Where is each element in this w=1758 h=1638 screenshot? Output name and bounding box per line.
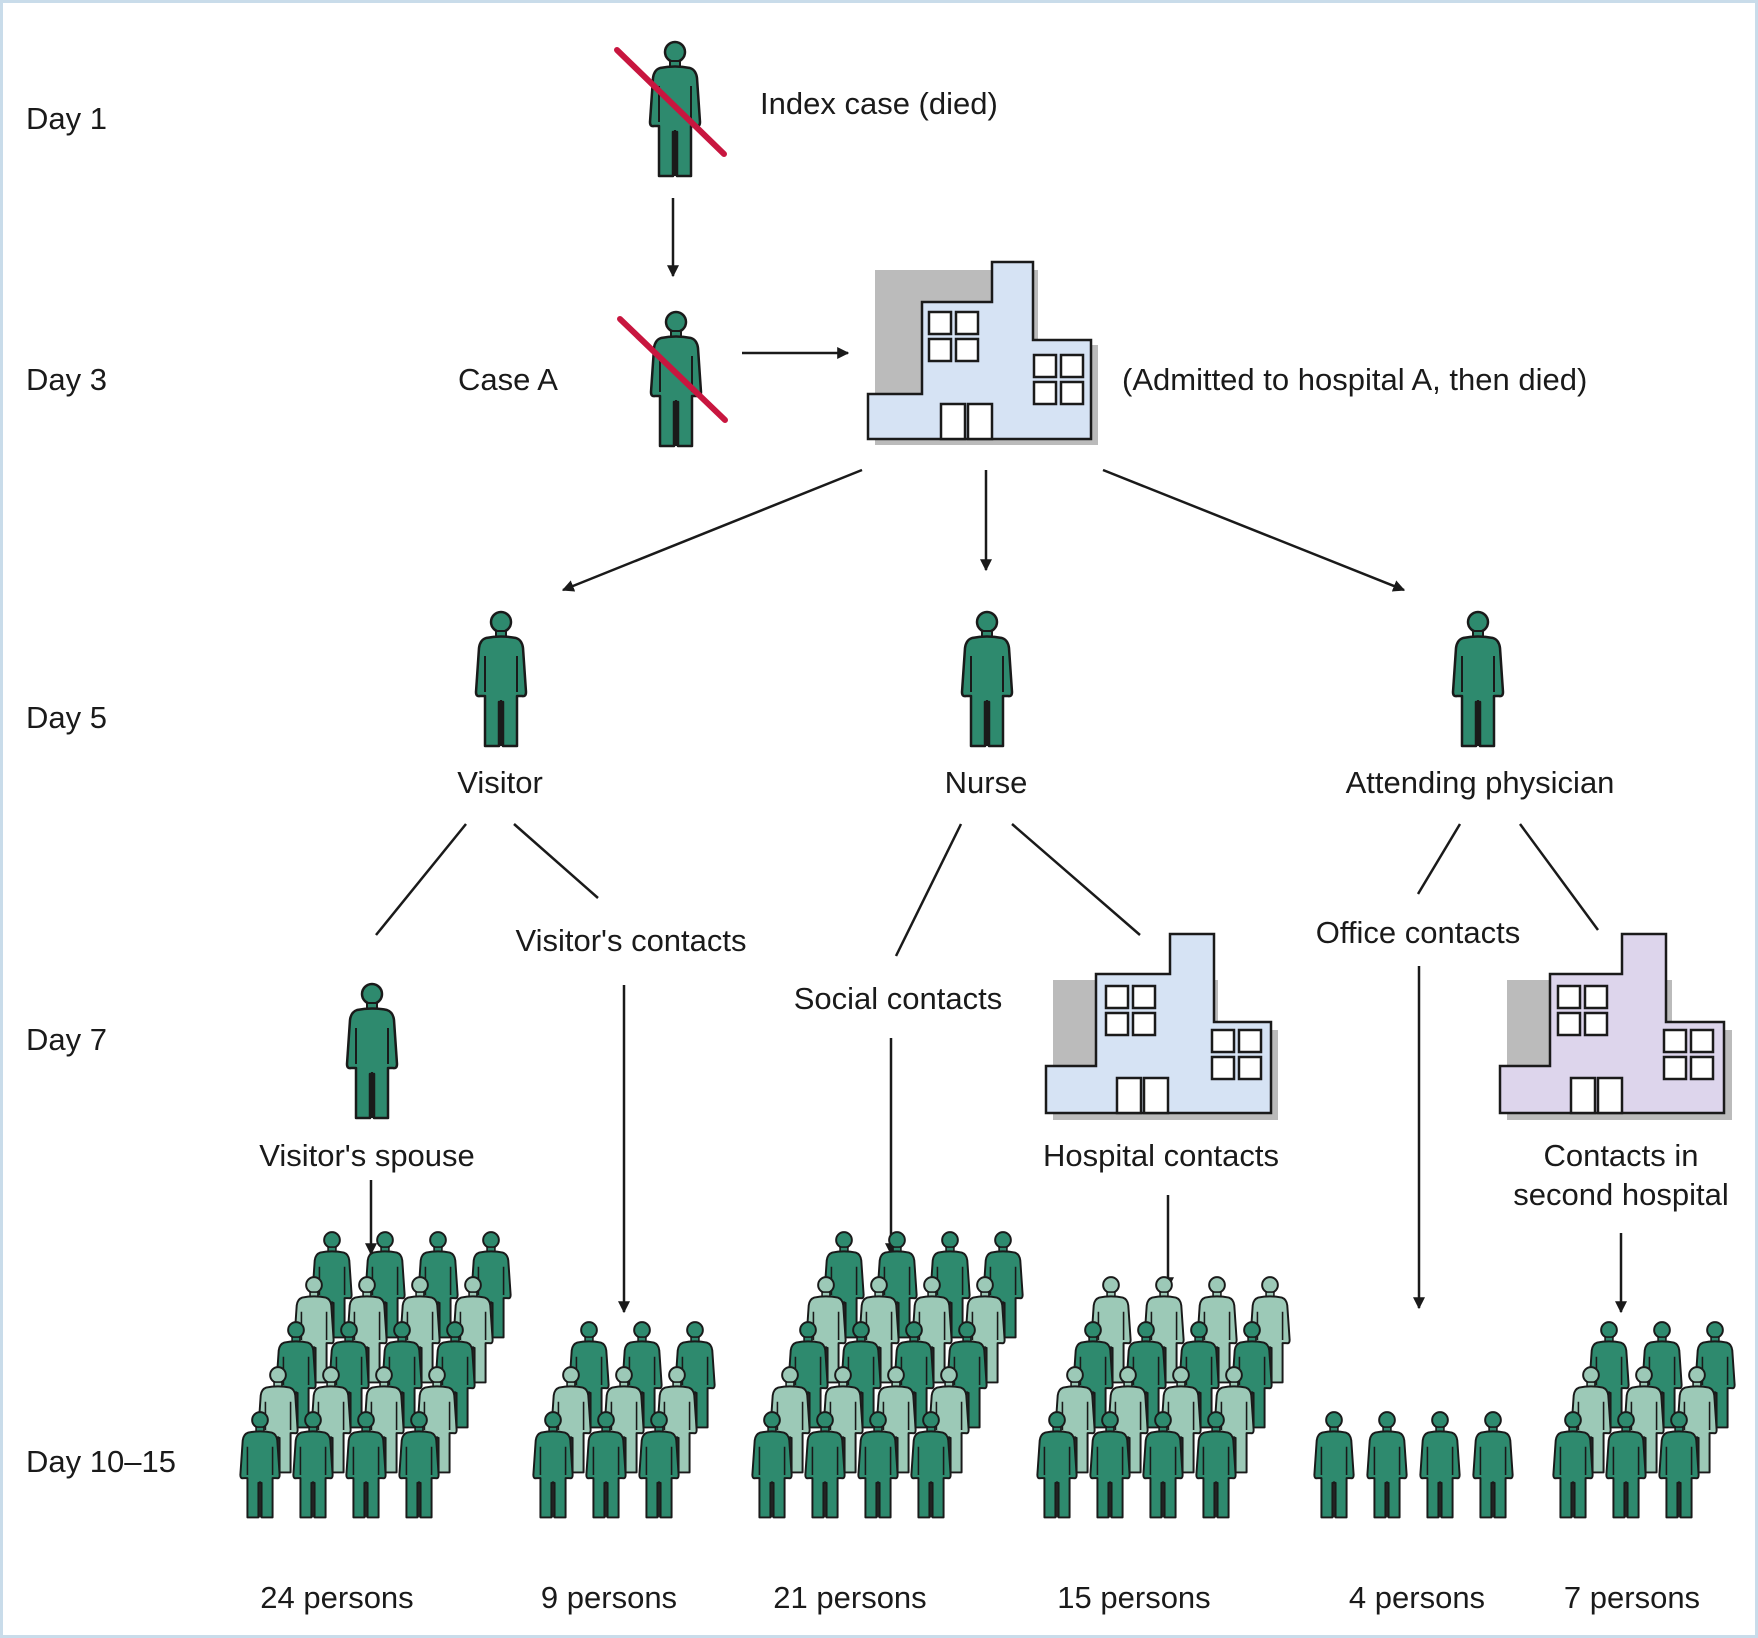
arrow-to-physician	[1102, 468, 1406, 592]
hospital-a-icon	[866, 260, 1098, 445]
case-a-figure	[617, 310, 728, 448]
branch-lines	[375, 823, 1600, 957]
crowd-person-icon	[1419, 1411, 1461, 1519]
person-icon	[649, 310, 703, 448]
nurse-person-icon	[960, 610, 1014, 748]
visitor-person-icon	[474, 610, 528, 748]
count-second-hospital: 7 persons	[1564, 1580, 1700, 1615]
spouse-person-icon	[345, 982, 399, 1120]
day-7-label: Day 7	[26, 1022, 107, 1057]
crowd-person-icon	[1366, 1411, 1408, 1519]
hospital-a-label: (Admitted to hospital A, then died)	[1122, 362, 1587, 397]
day-10-15-label: Day 10–15	[26, 1444, 176, 1479]
hospital-contacts-label: Hospital contacts	[1043, 1138, 1279, 1173]
index-case-label: Index case (died)	[760, 86, 998, 121]
visitors-contacts-label: Visitor's contacts	[515, 923, 746, 958]
deceased-mark-icon	[614, 47, 727, 157]
crowd-person-icon	[1472, 1411, 1514, 1519]
crowd-person-icon	[1313, 1411, 1355, 1519]
day-labels: Day 1 Day 3 Day 5 Day 7 Day 10–15	[26, 101, 176, 1479]
day-3-label: Day 3	[26, 362, 107, 397]
second-hospital-icon	[1498, 932, 1732, 1120]
second-hospital-label-line1: Contacts in	[1543, 1138, 1698, 1173]
index-case-figure	[614, 40, 727, 178]
case-a-label: Case A	[458, 362, 558, 397]
count-labels: 24 persons 9 persons 21 persons 15 perso…	[260, 1580, 1700, 1615]
count-office-contacts: 4 persons	[1349, 1580, 1485, 1615]
count-visitors-contacts: 9 persons	[541, 1580, 677, 1615]
arrow-to-visitor	[561, 468, 863, 592]
crowd-arrows	[365, 966, 1627, 1314]
physician-label: Attending physician	[1346, 765, 1615, 800]
hospital-contacts-icon	[1044, 932, 1278, 1120]
social-contacts-label: Social contacts	[794, 981, 1003, 1016]
visitor-label: Visitor	[457, 765, 543, 800]
office-contacts-label: Office contacts	[1316, 915, 1520, 950]
crowd-groups	[239, 1231, 1736, 1519]
second-hospital-label-line2: second hospital	[1513, 1177, 1728, 1212]
day-1-label: Day 1	[26, 101, 107, 136]
hospital-windows	[1104, 984, 1263, 1115]
count-social-contacts: 21 persons	[773, 1580, 926, 1615]
hospital-windows	[927, 310, 1085, 441]
day-5-label: Day 5	[26, 700, 107, 735]
deceased-mark-icon	[617, 316, 728, 423]
physician-person-icon	[1451, 610, 1505, 748]
count-hospital-contacts: 15 persons	[1057, 1580, 1210, 1615]
visitors-spouse-label: Visitor's spouse	[259, 1138, 475, 1173]
nurse-label: Nurse	[945, 765, 1028, 800]
count-visitors-spouse: 24 persons	[260, 1580, 413, 1615]
hospital-windows	[1556, 984, 1715, 1115]
